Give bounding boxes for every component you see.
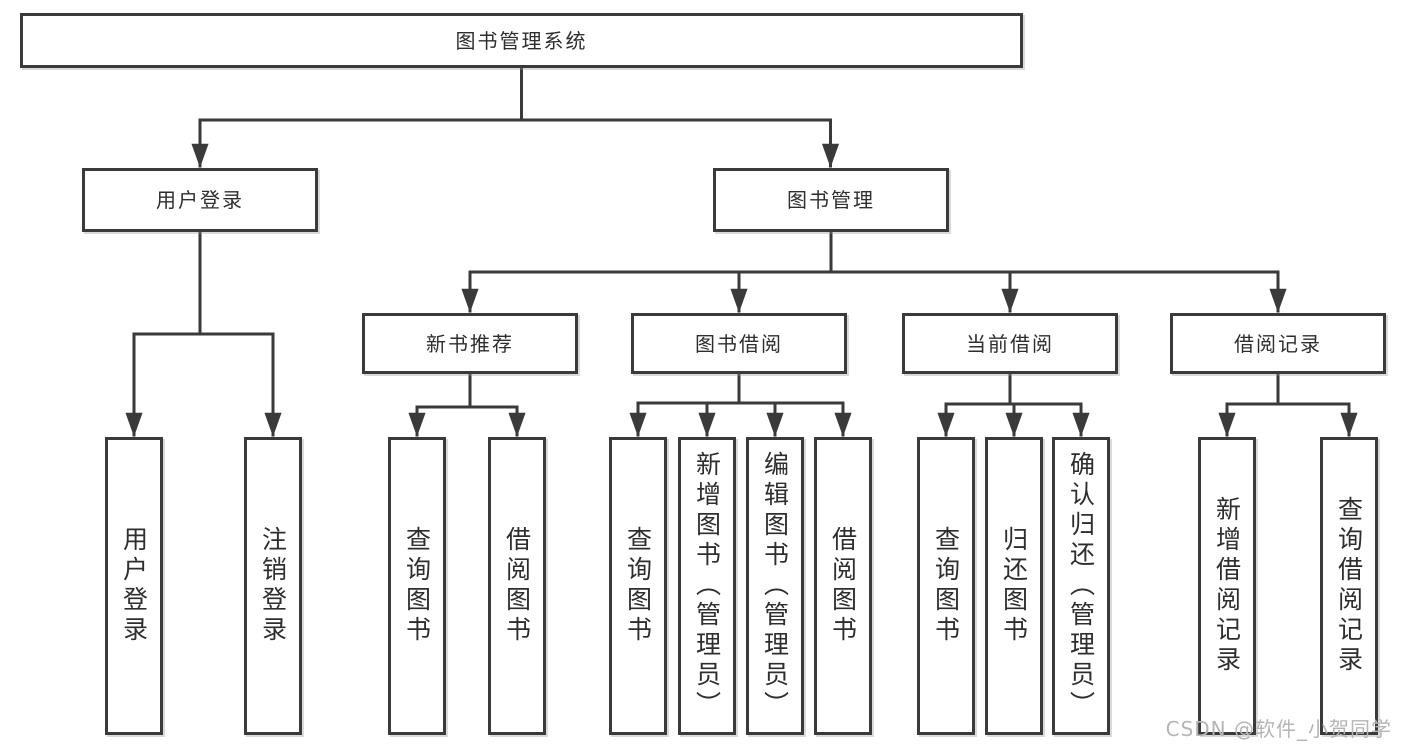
connector-borrowing-records-children: [1218, 372, 1358, 437]
node-leaf-logout: 注销登录: [244, 437, 302, 735]
node-leaf-add-borrow-record: 新增借阅记录: [1198, 437, 1256, 735]
node-leaf-borrow-books: 借阅图书: [814, 437, 872, 735]
node-leaf-borrow-books-recommend: 借阅图书: [488, 437, 546, 735]
node-user-login: 用户登录: [82, 168, 318, 232]
node-library-management-system: 图书管理系统: [20, 13, 1023, 68]
connector-user-login-children: [125, 230, 282, 437]
node-leaf-query-books-recommend: 查询图书: [388, 437, 446, 735]
node-leaf-return-books: 归还图书: [985, 437, 1043, 735]
connector-root-to-level2: [191, 66, 840, 168]
node-current-borrowing: 当前借阅: [902, 313, 1118, 374]
connector-current-borrowing-children: [937, 372, 1090, 437]
node-leaf-query-books-borrowing: 查询图书: [609, 437, 667, 735]
connector-new-book-recommendation-children: [408, 372, 526, 437]
connector-book-management-children: [461, 230, 1287, 313]
node-new-book-recommendation: 新书推荐: [362, 313, 578, 374]
node-borrowing-records: 借阅记录: [1170, 313, 1386, 374]
node-leaf-add-books-admin: 新增图书（管理员）: [678, 437, 736, 735]
connector-book-borrowing-children: [629, 372, 852, 437]
csdn-watermark: CSDN @软件_小贺同学: [1165, 717, 1392, 741]
node-book-management: 图书管理: [713, 168, 949, 232]
node-book-borrowing: 图书借阅: [631, 313, 847, 374]
node-leaf-confirm-return-admin: 确认归还（管理员）: [1052, 437, 1110, 735]
node-leaf-user-login: 用户登录: [105, 437, 163, 735]
node-leaf-query-borrow-record: 查询借阅记录: [1320, 437, 1378, 735]
node-leaf-edit-books-admin: 编辑图书（管理员）: [746, 437, 804, 735]
node-leaf-query-books-current: 查询图书: [917, 437, 975, 735]
